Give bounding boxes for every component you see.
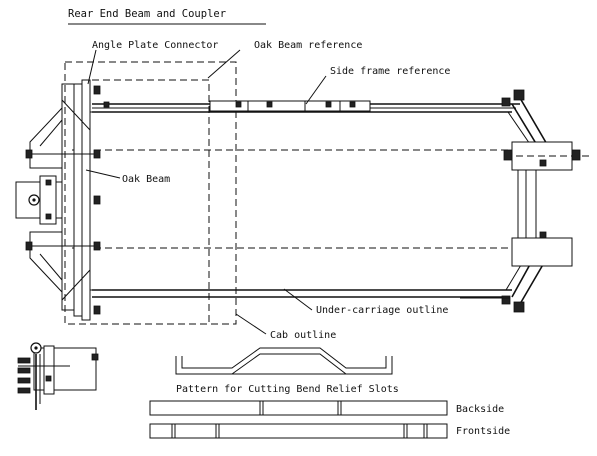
label-frontside: Frontside — [456, 426, 510, 437]
leader-lines — [85, 49, 510, 335]
label-angle-plate-connector: Angle Plate Connector — [92, 40, 218, 51]
coupler — [15, 175, 63, 225]
label-under-carriage-outline: Under-carriage outline — [316, 305, 448, 316]
drawing-title: Rear End Beam and Coupler — [68, 8, 226, 20]
oak-beam-reference-bar — [103, 100, 371, 112]
undercarriage-outline-shape — [72, 111, 512, 291]
side-view-detail — [17, 342, 99, 410]
label-backside: Backside — [456, 404, 504, 415]
label-side-frame-reference: Side frame reference — [330, 66, 450, 77]
front-end-assembly — [501, 89, 590, 313]
label-cab-outline: Cab outline — [270, 330, 336, 341]
label-oak-beam: Oak Beam — [122, 174, 170, 185]
bend-profile — [175, 347, 393, 375]
label-oak-beam-reference: Oak Beam reference — [254, 40, 362, 51]
cab-outline-shape — [64, 61, 237, 325]
pattern-strip-backside — [149, 400, 448, 416]
label-pattern-caption: Pattern for Cutting Bend Relief Slots — [176, 384, 399, 395]
pattern-strip-frontside — [149, 423, 448, 439]
side-frame — [92, 103, 520, 298]
rear-end-beam — [25, 79, 101, 321]
